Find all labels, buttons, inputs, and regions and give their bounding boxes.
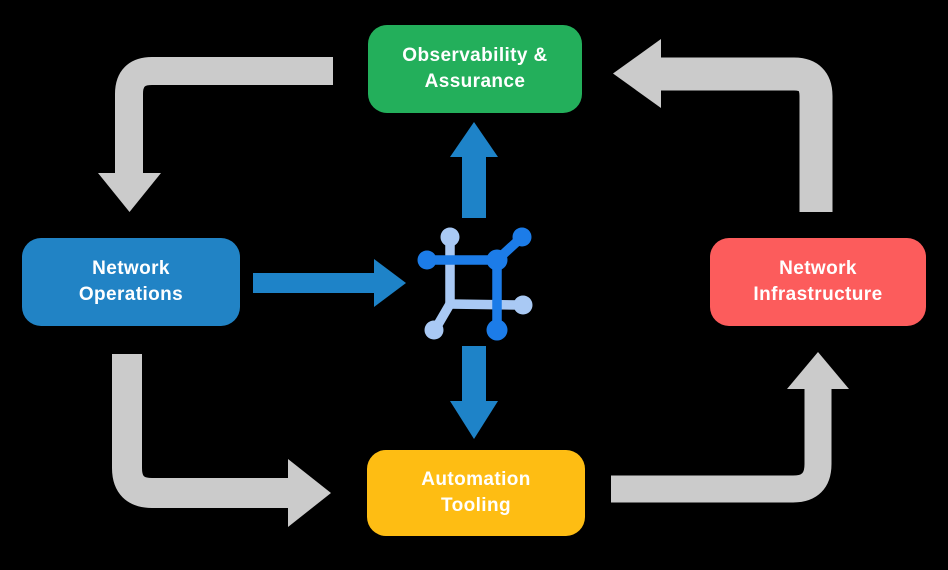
arrow-infrastructure-to-observability [613,39,833,212]
arrow-head-up [450,122,498,157]
node-automation-tooling: Automation Tooling [367,450,585,536]
node-observability-assurance: Observability & Assurance [368,25,582,113]
arrow-head-up [787,352,849,389]
node-label: Network Infrastructure [753,256,882,308]
arrow-shaft [112,354,289,508]
icon-node-left [417,250,437,270]
label-line-2: Assurance [424,71,526,92]
label-line-1: Observability & [402,45,548,66]
arrow-icon-to-automation [450,346,498,439]
network-mesh-icon [415,222,535,342]
arrow-observability-to-operations [98,57,333,212]
arrow-head-down [450,401,498,439]
arrow-operations-to-automation [112,354,331,527]
label-line-1: Network [92,258,170,279]
label-line-1: Automation [421,469,531,490]
arrow-shaft [611,389,832,503]
icon-bottom-edge [445,299,525,310]
label-line-1: Network [779,258,857,279]
arrow-shaft [660,57,833,212]
label-line-2: Infrastructure [753,284,883,305]
arrow-shaft [115,57,333,174]
arrow-head-right [374,259,406,307]
icon-dark-nodes [417,227,532,341]
icon-node-bottom-left [424,320,444,340]
node-network-operations: Network Operations [22,238,240,326]
icon-node-top [440,227,460,247]
arrow-icon-to-observability [450,122,498,218]
icon-node-top-right [512,227,532,247]
arrow-automation-to-infrastructure [611,352,849,503]
arrow-head-right [288,459,331,527]
icon-node-right [513,295,533,315]
icon-node-top-right-corner [486,249,508,271]
node-label: Network Operations [79,256,183,308]
icon-light-nodes [424,227,533,340]
node-label: Automation Tooling [421,467,531,519]
arrow-operations-to-icon [253,259,406,307]
node-label: Observability & Assurance [402,43,547,95]
node-network-infrastructure: Network Infrastructure [710,238,926,326]
arrow-head-down [98,173,161,212]
arrow-head-left [613,39,661,108]
network-mesh-icon-svg [417,227,533,341]
label-line-2: Tooling [441,495,511,516]
icon-node-bottom [486,319,508,341]
label-line-2: Operations [78,284,184,305]
